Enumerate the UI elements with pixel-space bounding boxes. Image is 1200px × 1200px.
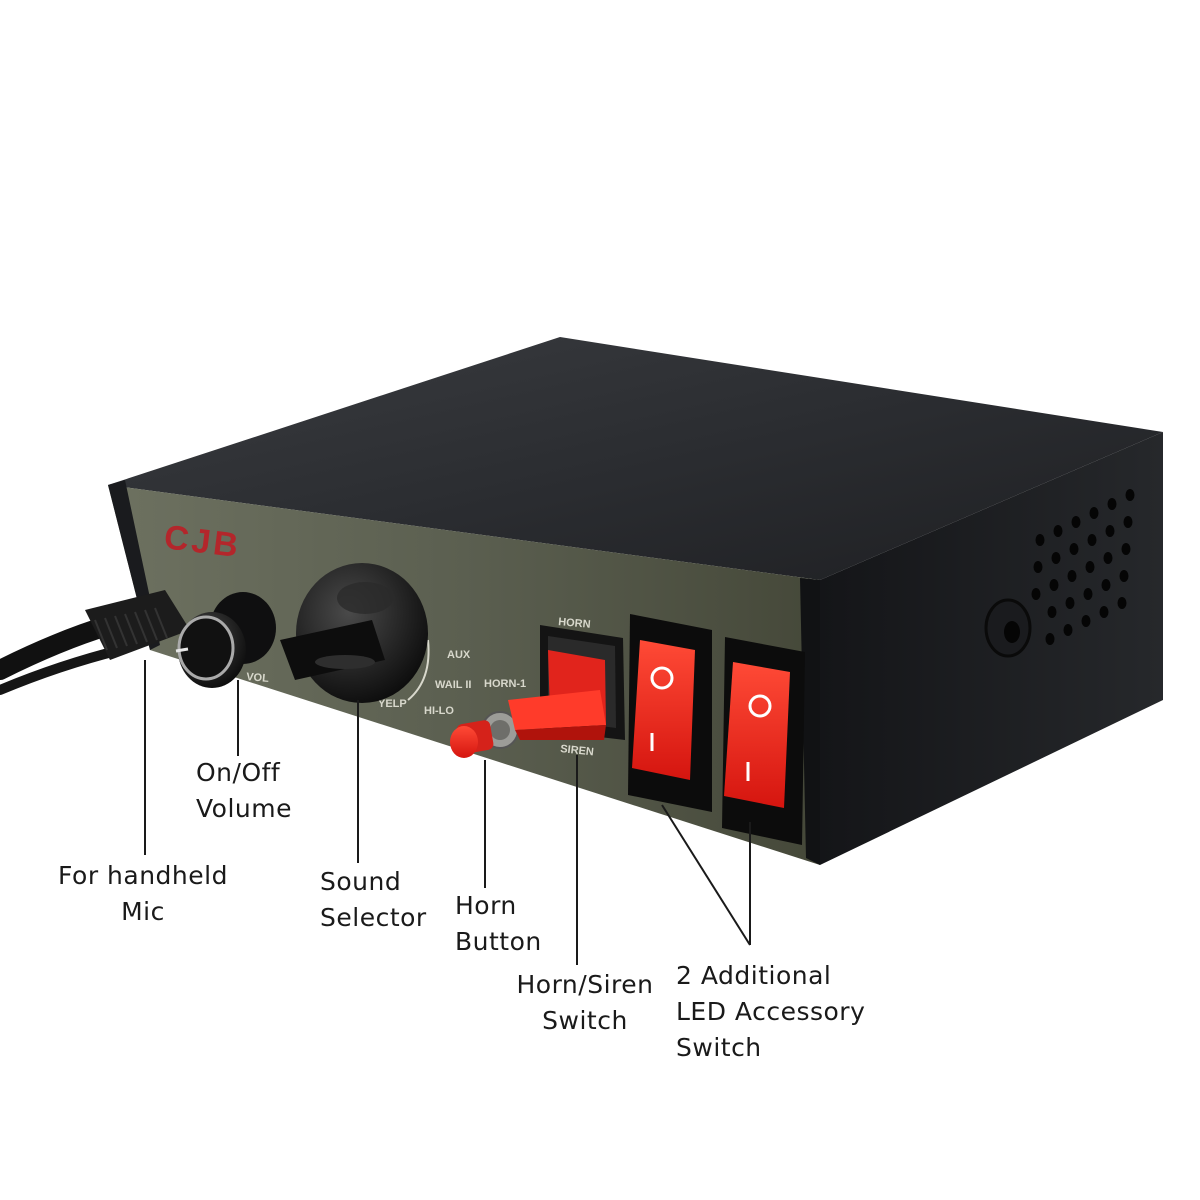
vent-hole xyxy=(1089,507,1099,519)
vent-hole xyxy=(1049,579,1059,591)
vent-hole xyxy=(1087,534,1097,546)
plug-ridge xyxy=(144,609,158,641)
vent-hole xyxy=(1105,525,1115,537)
volume-knob[interactable] xyxy=(175,592,276,688)
plug-ridge xyxy=(94,619,108,651)
horn-push-button[interactable] xyxy=(450,711,519,758)
horn-siren-switch-callout: Horn/Siren Switch xyxy=(516,970,654,1035)
mic-callout: For handheld Mic xyxy=(58,861,228,926)
vent-hole xyxy=(1035,534,1045,546)
horn-button-label: HORN-1 xyxy=(484,678,526,690)
vent-hole xyxy=(1117,597,1127,609)
right-cover-edge xyxy=(800,578,820,865)
horn-siren-toggle-switch[interactable] xyxy=(508,625,625,740)
led-rocker-switch-1[interactable] xyxy=(628,614,712,812)
siren-switch-label: SIREN xyxy=(560,743,595,758)
vent-hole xyxy=(1031,588,1041,600)
sound-selector-knob[interactable] xyxy=(280,563,428,703)
vent-hole xyxy=(1125,489,1135,501)
vol-label: VOL xyxy=(246,671,270,685)
vent-hole xyxy=(1071,516,1081,528)
vent-hole xyxy=(1033,561,1043,573)
vent-holes xyxy=(1031,489,1135,645)
vent-hole xyxy=(1107,498,1117,510)
plug-ridge xyxy=(134,611,148,643)
plug-ridge xyxy=(104,617,118,649)
vent-hole xyxy=(1085,561,1095,573)
led-switch-callout: 2 Additional LED Accessory Switch xyxy=(676,961,866,1062)
knob-indicator-mark xyxy=(175,647,189,653)
vent-hole xyxy=(1081,615,1091,627)
vent-hole xyxy=(1103,552,1113,564)
yelp-label: YELP xyxy=(378,698,407,710)
vent-hole xyxy=(1063,624,1073,636)
hilo-label: HI-LO xyxy=(424,705,454,717)
vent-hole xyxy=(1123,516,1133,528)
plug-ridge xyxy=(124,613,138,645)
vent-hole xyxy=(1101,579,1111,591)
volume-callout: On/Off Volume xyxy=(196,758,292,823)
mic-cable xyxy=(0,615,120,680)
vent-hole xyxy=(1083,588,1093,600)
vent-hole xyxy=(1045,633,1055,645)
vent-hole xyxy=(1047,606,1057,618)
selector-arc xyxy=(407,639,430,701)
led-rocker-switch-2[interactable] xyxy=(722,637,805,845)
vent-hole xyxy=(1069,543,1079,555)
vent-hole xyxy=(1121,543,1131,555)
housing-top xyxy=(108,337,1163,580)
brand-logo: CJB xyxy=(162,518,243,565)
vent-hole xyxy=(1065,597,1075,609)
sound-selector-callout: Sound Selector xyxy=(320,867,427,932)
horn-button-callout: Horn Button xyxy=(455,891,542,956)
wail-label: WAIL II xyxy=(435,679,471,691)
aux-label: AUX xyxy=(447,649,471,661)
vent-hole xyxy=(1051,552,1061,564)
plug-grip-ridges xyxy=(94,607,168,651)
plug-ridge xyxy=(114,615,128,647)
mic-plug[interactable] xyxy=(85,590,190,660)
vent-hole xyxy=(1053,525,1063,537)
horn-switch-label: HORN xyxy=(558,616,591,631)
vent-hole xyxy=(1067,570,1077,582)
vent-hole xyxy=(1119,570,1129,582)
vent-hole xyxy=(1099,606,1109,618)
plug-ridge xyxy=(154,607,168,639)
leader-lines xyxy=(144,660,751,965)
